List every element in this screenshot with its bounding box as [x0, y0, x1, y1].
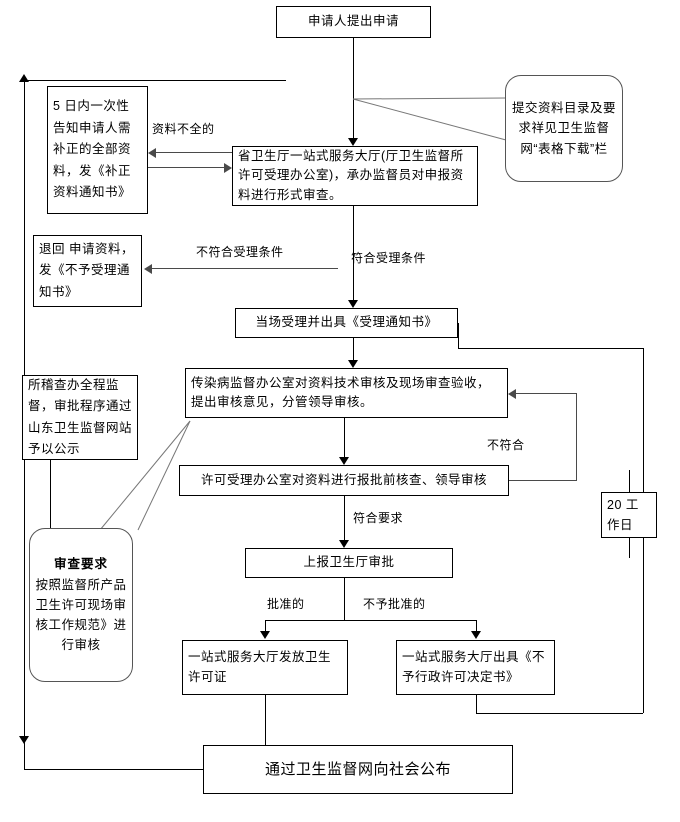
node-technical-onsite-review[interactable]: 传染病监督办公室对资料技术审核及现场审查验收，提出审核意见，分管领导审核。: [185, 368, 508, 418]
node-applicant-submits[interactable]: 申请人提出申请: [276, 6, 431, 38]
connector-apply-to-hall: [353, 38, 354, 138]
edge-label-not-conform: 不符合: [487, 438, 525, 452]
arrowhead-accept-to-tech: [348, 360, 358, 368]
connector-right-rail-top: [458, 348, 644, 349]
connector-refusal-down: [476, 695, 477, 713]
node-working-days: 20 工作日: [601, 492, 657, 538]
node-publish-to-public[interactable]: 通过卫生监督网向社会公布: [203, 745, 513, 794]
connector-tech-to-preapproval: [344, 418, 345, 457]
connector-supervision-down: [50, 460, 51, 530]
node-correction-notice[interactable]: 5 日内一次性告知申请人需补正的全部资料，发《补正资料通知书》: [47, 86, 148, 214]
connector-submit-split-bar: [265, 620, 476, 621]
connector-refusal-to-right-rail: [476, 713, 643, 714]
edge-label-approved: 批准的: [267, 597, 305, 611]
connector-right-rail-stub: [458, 323, 459, 348]
node-pre-approval-check[interactable]: 许可受理办公室对资料进行报批前核查、领导审核: [179, 465, 509, 496]
arrowhead-branch-approved: [260, 631, 270, 639]
connector-hall-to-accept: [353, 206, 354, 300]
connector-branch-not-approved: [476, 620, 477, 632]
connector-submit-split-stem: [344, 578, 345, 620]
edge-label-not-qualified: 不符合受理条件: [196, 245, 284, 259]
connector-branch-approved: [265, 620, 266, 632]
node-submit-to-department[interactable]: 上报卫生厅审批: [245, 548, 453, 578]
arrowhead-tech-to-preapproval: [339, 457, 349, 465]
connector-notconform-right: [509, 480, 576, 481]
callout-review-title: 审查要求: [53, 557, 108, 572]
connector-correction-to-hall: [148, 167, 224, 168]
callout-review-requirements: 审查要求 按照监督所产品卫生许可现场审核工作规范》进行审核: [29, 528, 133, 682]
review-callout-leader-lines: [99, 420, 191, 531]
connector-publish-left-tick: [180, 769, 205, 770]
node-one-stop-hall-formal-review[interactable]: 省卫生厅一站式服务大厅(厅卫生监督所许可受理办公室)，承办监督员对申报资料进行形…: [232, 146, 478, 206]
connector-correction-top-rail: [24, 80, 286, 81]
node-full-process-supervision[interactable]: 所稽查办全程监督，审批程序通过山东卫生监督网站予以公示: [22, 375, 138, 460]
arrowhead-to-correction: [148, 148, 156, 158]
node-issue-license[interactable]: 一站式服务大厅发放卫生许可证: [182, 640, 348, 695]
callout-review-body: 按照监督所产品卫生许可现场审核工作规范》进行审核: [35, 577, 127, 653]
connector-hall-to-correction: [156, 152, 232, 153]
node-accept-on-spot[interactable]: 当场受理并出具《受理通知书》: [235, 308, 458, 338]
arrowhead-not-qualified: [144, 264, 152, 274]
edge-label-not-approved: 不予批准的: [363, 597, 426, 611]
edge-label-qualified: 符合受理条件: [351, 251, 427, 265]
edge-label-incomplete-materials: 资料不全的: [152, 122, 215, 136]
connector-license-to-publish: [265, 695, 266, 745]
arrowhead-preapproval-to-submit: [339, 540, 349, 548]
connector-left-rail-to-publish: [24, 769, 204, 770]
callout-submission-text: 提交资料目录及要求祥见卫生监督网“表格下载”栏: [511, 101, 616, 156]
callout-submission-materials-note: 提交资料目录及要求祥见卫生监督网“表格下载”栏: [505, 75, 623, 182]
connector-notconform-back: [516, 393, 577, 394]
connector-notconform-up: [576, 393, 577, 481]
node-refusal-decision[interactable]: 一站式服务大厅出具《不予行政许可决定书》: [396, 640, 555, 695]
edge-label-conform: 符合要求: [353, 511, 404, 525]
arrowhead-left-rail-down: [19, 736, 29, 744]
arrowhead-hall-to-accept: [348, 300, 358, 308]
callout-leader-lines: [352, 97, 507, 141]
connector-not-qualified: [152, 268, 338, 269]
connector-workingdays-bottom: [629, 538, 630, 558]
connector-workingdays-top: [629, 470, 630, 492]
arrowhead-to-hall: [224, 163, 232, 173]
node-return-application[interactable]: 退回 申请资料，发《不予受理通知书》: [33, 235, 142, 307]
arrowhead-apply-to-hall: [348, 138, 358, 146]
connector-preapproval-to-submit: [344, 496, 345, 540]
arrowhead-left-rail-up: [19, 74, 29, 82]
connector-accept-to-tech: [353, 338, 354, 360]
arrowhead-notconform: [508, 389, 516, 399]
arrowhead-branch-not-approved: [471, 631, 481, 639]
